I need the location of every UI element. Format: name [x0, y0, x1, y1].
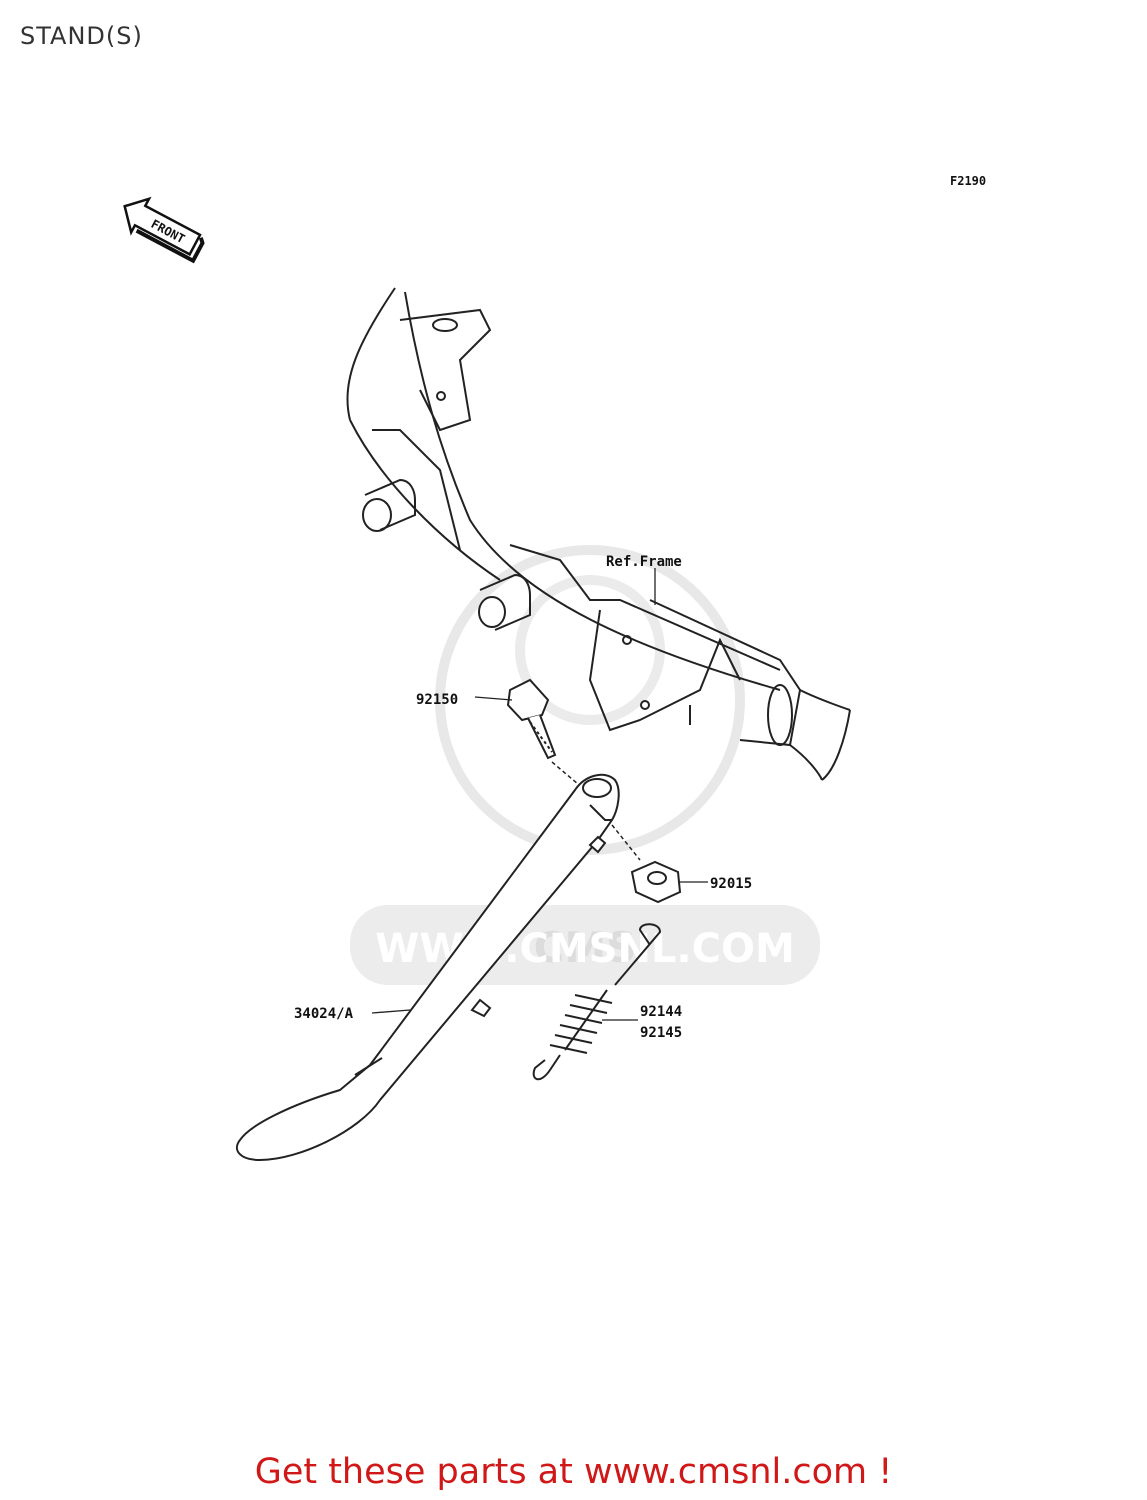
spring-92144 — [532, 923, 662, 1081]
label-34024a: 34024/A — [294, 1006, 354, 1022]
bolt-92150 — [506, 678, 557, 760]
frame-illustration — [346, 287, 851, 781]
page-title: STAND(S) — [20, 22, 143, 50]
label-92145: 92145 — [640, 1025, 682, 1041]
label-ref-frame: Ref.Frame — [606, 554, 682, 570]
watermark-logo-text: CMS — [534, 923, 637, 972]
label-92015: 92015 — [710, 876, 752, 892]
footer-link[interactable]: Get these parts at www.cmsnl.com ! — [254, 1452, 893, 1492]
watermark: CMS — [350, 545, 820, 985]
nut-92015 — [630, 860, 682, 904]
label-92144: 92144 — [640, 1004, 682, 1020]
side-stand-34024 — [235, 773, 620, 1162]
label-92150: 92150 — [416, 692, 458, 708]
watermark-url: WWW.CMSNL.COM — [375, 926, 795, 972]
leader-lines — [371, 568, 708, 1021]
figure-code: F2190 — [950, 174, 986, 188]
front-arrow-icon: FRONT — [123, 196, 205, 264]
